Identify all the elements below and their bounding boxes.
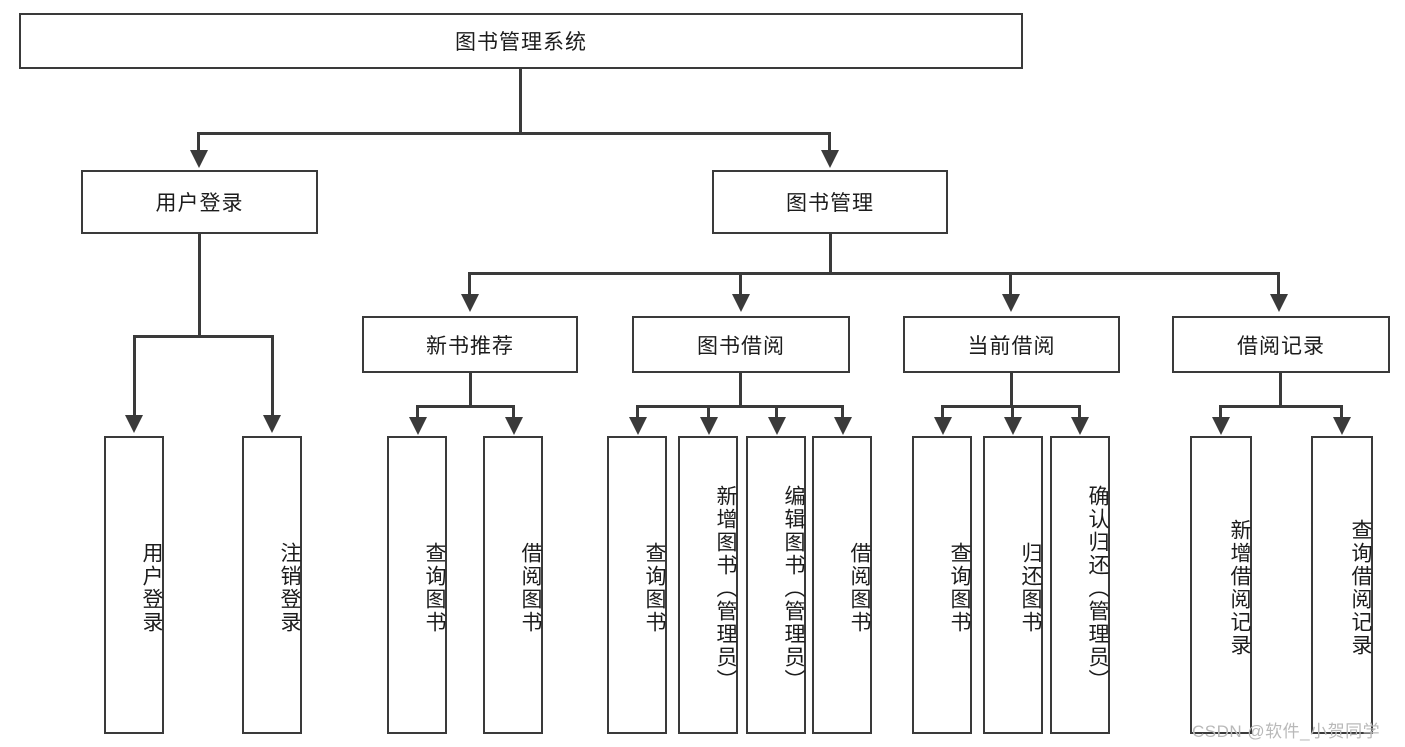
node-leaf-user-logout-label: 注销登录 xyxy=(278,542,301,634)
arrowhead-leaf-confirm-return xyxy=(1071,417,1089,435)
connector-bb-drop-4 xyxy=(841,405,844,419)
connector-cb-drop-1 xyxy=(941,405,944,419)
node-book-manage[interactable]: 图书管理 xyxy=(712,170,948,234)
node-leaf-query-record[interactable]: 查询借阅记录 xyxy=(1311,436,1373,734)
connector-bm-drop-2 xyxy=(739,272,742,297)
arrowhead-current-borrow xyxy=(1002,294,1020,312)
connector-br-drop-1 xyxy=(1219,405,1222,419)
node-leaf-query-book-1-label: 查询图书 xyxy=(423,542,446,634)
arrowhead-leaf-borrow-book-2 xyxy=(834,417,852,435)
connector-nbr-stem xyxy=(469,373,472,408)
node-current-borrow-label: 当前借阅 xyxy=(967,334,1056,358)
arrowhead-leaf-query-book-1 xyxy=(409,417,427,435)
arrowhead-book-borrow xyxy=(732,294,750,312)
arrowhead-leaf-user-logout xyxy=(263,415,281,433)
node-leaf-borrow-book-1-label: 借阅图书 xyxy=(519,542,542,634)
node-user-login[interactable]: 用户登录 xyxy=(81,170,318,234)
node-leaf-user-logout[interactable]: 注销登录 xyxy=(242,436,302,734)
connector-bb-drop-3 xyxy=(775,405,778,419)
arrowhead-leaf-borrow-book-1 xyxy=(505,417,523,435)
connector-root-to-user-login xyxy=(197,132,200,152)
arrowhead-leaf-user-login xyxy=(125,415,143,433)
node-leaf-add-record-label: 新增借阅记录 xyxy=(1228,519,1251,657)
connector-bb-drop-1 xyxy=(636,405,639,419)
arrowhead-new-book-recommend xyxy=(461,294,479,312)
node-leaf-user-login-label: 用户登录 xyxy=(140,542,163,634)
connector-user-login-bar xyxy=(133,335,274,338)
node-leaf-confirm-return[interactable]: 确认归还（管理员） xyxy=(1050,436,1110,734)
connector-br-drop-2 xyxy=(1340,405,1343,419)
connector-user-login-drop-2 xyxy=(271,335,274,418)
node-user-login-label: 用户登录 xyxy=(155,192,244,215)
connector-nbr-drop-1 xyxy=(416,405,419,419)
connector-root-stem xyxy=(519,69,522,133)
node-leaf-query-book-3[interactable]: 查询图书 xyxy=(912,436,972,734)
node-leaf-user-login[interactable]: 用户登录 xyxy=(104,436,164,734)
connector-nbr-drop-2 xyxy=(512,405,515,419)
arrowhead-leaf-query-record xyxy=(1333,417,1351,435)
node-leaf-query-book-3-label: 查询图书 xyxy=(948,542,971,634)
connector-bm-drop-3 xyxy=(1009,272,1012,297)
connector-book-manage-bar xyxy=(468,272,1279,275)
connector-book-manage-stem xyxy=(829,234,832,275)
node-leaf-edit-book[interactable]: 编辑图书（管理员） xyxy=(746,436,806,734)
node-new-book-recommend-label: 新书推荐 xyxy=(426,334,514,358)
node-leaf-confirm-return-label: 确认归还（管理员） xyxy=(1086,484,1109,692)
node-leaf-query-record-label: 查询借阅记录 xyxy=(1349,519,1372,657)
arrowhead-leaf-query-book-3 xyxy=(934,417,952,435)
node-leaf-return-book-label: 归还图书 xyxy=(1019,542,1042,634)
node-book-manage-label: 图书管理 xyxy=(786,192,874,215)
node-new-book-recommend[interactable]: 新书推荐 xyxy=(362,316,578,373)
arrowhead-leaf-return-book xyxy=(1004,417,1022,435)
node-root-label: 图书管理系统 xyxy=(455,31,587,54)
node-leaf-query-book-2[interactable]: 查询图书 xyxy=(607,436,667,734)
connector-cb-drop-2 xyxy=(1011,405,1014,419)
connector-cb-stem xyxy=(1010,373,1013,408)
arrowhead-leaf-edit-book xyxy=(768,417,786,435)
connector-nbr-bar xyxy=(416,405,515,408)
node-borrow-record-label: 借阅记录 xyxy=(1237,334,1325,358)
node-current-borrow[interactable]: 当前借阅 xyxy=(903,316,1120,373)
connector-bm-drop-1 xyxy=(468,272,471,297)
node-leaf-add-record[interactable]: 新增借阅记录 xyxy=(1190,436,1252,734)
connector-bb-drop-2 xyxy=(707,405,710,419)
connector-root-to-book-manage xyxy=(828,132,831,152)
node-leaf-borrow-book-2[interactable]: 借阅图书 xyxy=(812,436,872,734)
node-book-borrow[interactable]: 图书借阅 xyxy=(632,316,850,373)
connector-root-bar xyxy=(197,132,831,135)
arrowhead-leaf-query-book-2 xyxy=(629,417,647,435)
node-leaf-borrow-book-1[interactable]: 借阅图书 xyxy=(483,436,543,734)
node-leaf-return-book[interactable]: 归还图书 xyxy=(983,436,1043,734)
node-leaf-edit-book-label: 编辑图书（管理员） xyxy=(782,484,805,692)
connector-cb-drop-3 xyxy=(1078,405,1081,419)
watermark-text: CSDN @软件_小贺同学 xyxy=(1192,722,1381,741)
connector-bb-stem xyxy=(739,373,742,408)
node-leaf-query-book-2-label: 查询图书 xyxy=(643,542,666,634)
arrowhead-user-login xyxy=(190,150,208,168)
connector-br-stem xyxy=(1279,373,1282,408)
node-leaf-borrow-book-2-label: 借阅图书 xyxy=(848,542,871,634)
node-borrow-record[interactable]: 借阅记录 xyxy=(1172,316,1390,373)
connector-bm-drop-4 xyxy=(1277,272,1280,297)
connector-user-login-stem xyxy=(198,234,201,338)
connector-user-login-drop-1 xyxy=(133,335,136,418)
connector-br-bar xyxy=(1219,405,1343,408)
node-leaf-add-book-label: 新增图书（管理员） xyxy=(714,484,737,692)
arrowhead-leaf-add-record xyxy=(1212,417,1230,435)
arrowhead-leaf-add-book xyxy=(700,417,718,435)
node-leaf-add-book[interactable]: 新增图书（管理员） xyxy=(678,436,738,734)
arrowhead-borrow-record xyxy=(1270,294,1288,312)
connector-bb-bar xyxy=(636,405,843,408)
node-leaf-query-book-1[interactable]: 查询图书 xyxy=(387,436,447,734)
arrowhead-book-manage xyxy=(821,150,839,168)
node-book-borrow-label: 图书借阅 xyxy=(697,334,785,358)
node-root[interactable]: 图书管理系统 xyxy=(19,13,1023,69)
